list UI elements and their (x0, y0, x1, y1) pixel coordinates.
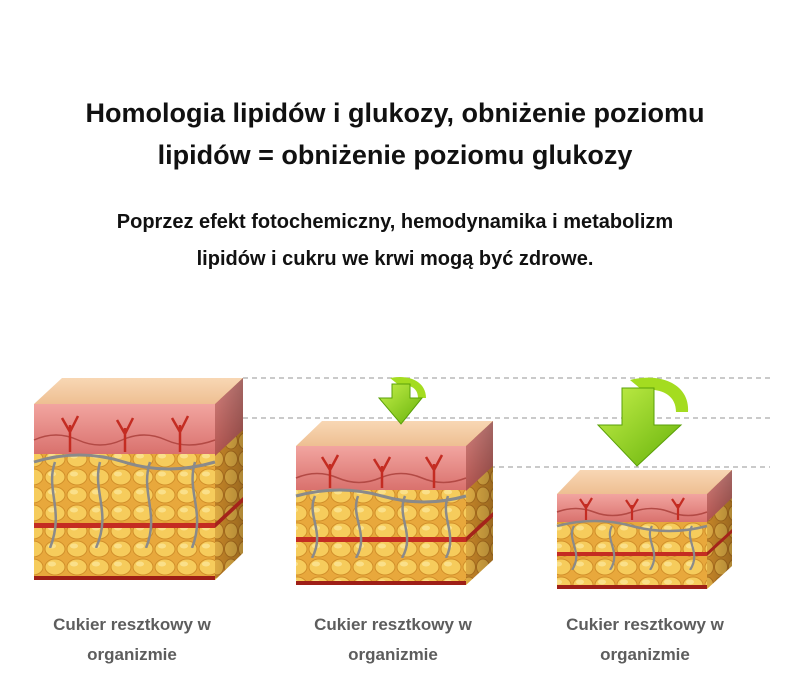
subheadline-line-1: Poprzez efekt fotochemiczny, hemodynamik… (116, 211, 674, 233)
headline-line-2: lipidów = obniżenie poziomu glukozy (157, 140, 633, 170)
caption-block-2: Cukier resztkowy w organizmie (273, 610, 513, 670)
subheadline-line-2: lipidów i cukru we krwi mogą być zdrowe. (196, 248, 594, 270)
caption-block-3: Cukier resztkowy w organizmie (525, 610, 765, 670)
caption-block-2-line-1: Cukier resztkowy w (314, 615, 472, 634)
caption-block-1: Cukier resztkowy w organizmie (12, 610, 252, 670)
skin-block-2 (295, 421, 493, 585)
subheadline: Poprzez efekt fotochemiczny, hemodynamik… (0, 204, 790, 278)
small-down-arrow-icon (377, 376, 426, 425)
headline: Homologia lipidów i glukozy, obniżenie p… (0, 92, 790, 176)
large-down-arrow-icon (596, 377, 689, 467)
skin-block-1 (33, 378, 243, 580)
caption-block-1-line-1: Cukier resztkowy w (53, 615, 211, 634)
caption-block-3-line-1: Cukier resztkowy w (566, 615, 724, 634)
caption-block-2-line-2: organizmie (348, 645, 438, 664)
caption-block-3-line-2: organizmie (600, 645, 690, 664)
guide-lines (243, 377, 770, 468)
caption-block-1-line-2: organizmie (87, 645, 177, 664)
skin-block-3 (556, 470, 732, 589)
headline-line-1: Homologia lipidów i glukozy, obniżenie p… (85, 98, 705, 128)
